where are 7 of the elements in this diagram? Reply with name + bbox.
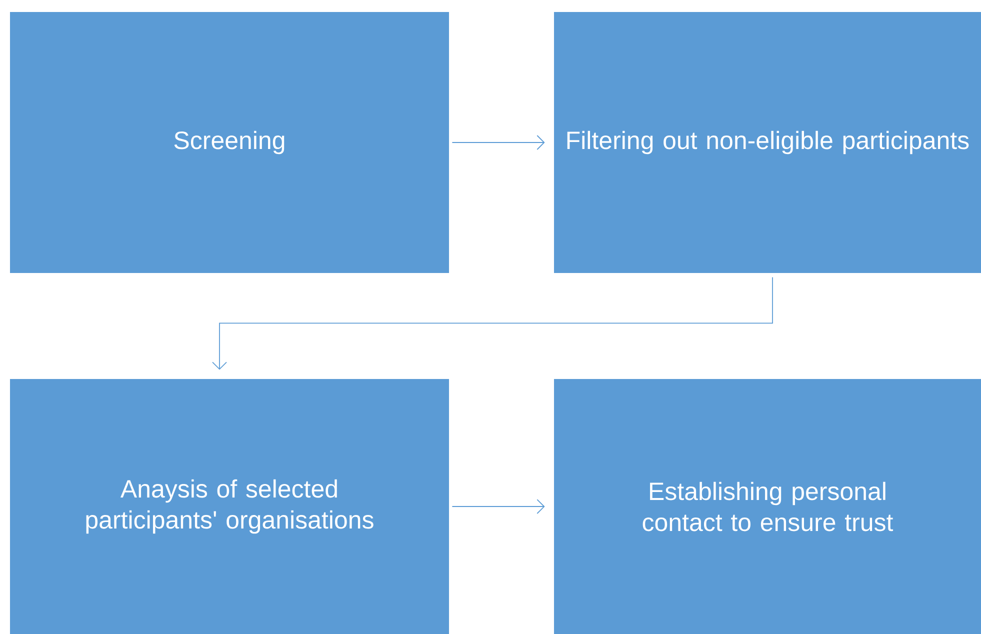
process-box: Establishing personal contact to ensure trust xyxy=(554,379,981,634)
arrow xyxy=(452,499,545,514)
arrow xyxy=(452,135,545,150)
arrow xyxy=(212,276,773,370)
process-box: Screening xyxy=(10,12,449,273)
process-box: Filtering out non-eligible participants xyxy=(554,12,981,273)
process-box: Anaysis of selected participants' organisations xyxy=(10,379,449,634)
